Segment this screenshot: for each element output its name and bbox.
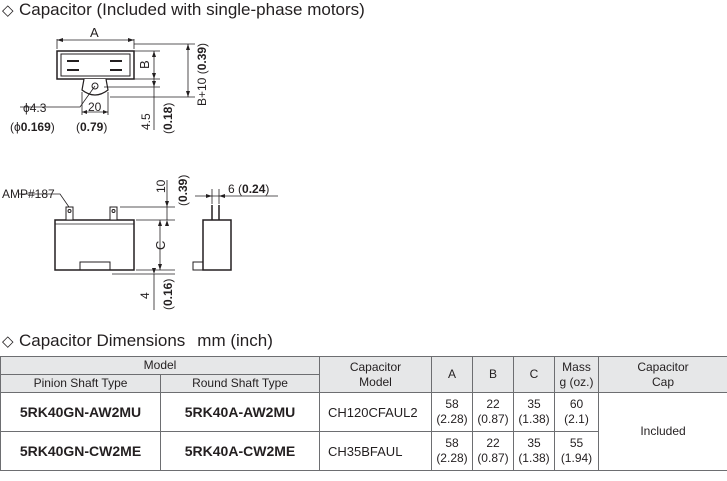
dim-45-label: 4.5 — [139, 113, 153, 130]
mass-cell: 60(2.1) — [554, 392, 599, 432]
side-view — [192, 189, 278, 271]
dim-20-inch-label: (0.79) — [76, 120, 107, 134]
header-round-shaft: Round Shaft Type — [160, 374, 320, 393]
pinion-model-cell: 5RK40GN-CW2ME — [0, 431, 161, 471]
table-row: 5RK40GN-CW2ME 5RK40A-CW2ME CH35BFAUL 58(… — [0, 431, 727, 471]
capacitor-title-text: Capacitor (Included with single-phase mo… — [19, 0, 365, 19]
dim-20-label: 20 — [88, 100, 102, 114]
capacitor-cap-cell: Included — [598, 392, 727, 471]
header-a: A — [431, 356, 473, 393]
dimensions-section-title: ◇ Capacitor Dimensions mm (inch) — [2, 331, 273, 351]
capacitor-section-title: ◇ Capacitor (Included with single-phase m… — [2, 0, 365, 20]
header-c: C — [513, 356, 555, 393]
unit-label: mm (inch) — [197, 331, 273, 350]
dim-a-cell: 58(2.28) — [431, 431, 473, 471]
dim-c-cell: 35(1.38) — [513, 392, 555, 432]
diamond-icon: ◇ — [2, 2, 14, 19]
dim-b-label: B — [137, 60, 152, 69]
dim-b-cell: 22(0.87) — [472, 431, 514, 471]
dim-4-inch-label: (0.16) — [161, 279, 175, 310]
header-pinion-shaft: Pinion Shaft Type — [0, 374, 161, 393]
round-model-cell: 5RK40A-CW2ME — [160, 431, 320, 471]
front-view — [18, 180, 175, 310]
capacitor-model-cell: CH120CFAUL2 — [319, 392, 432, 432]
dim-10-inch-label: (0.39) — [176, 175, 190, 206]
dim-c-cell: 35(1.38) — [513, 431, 555, 471]
dim-a-cell: 58(2.28) — [431, 392, 473, 432]
hole-diameter-label: ϕ4.3 — [23, 101, 47, 115]
mounting-hole — [91, 82, 99, 90]
dim-b10-label: B+10 (0.39) — [195, 43, 209, 106]
dim-45-inch-label: (0.18) — [161, 103, 175, 134]
mass-cell: 55(1.94) — [554, 431, 599, 471]
hole-diameter-inch-label: (ϕ0.169) — [10, 120, 55, 134]
dim-a-label: A — [90, 25, 99, 40]
dim-b-cell: 22(0.87) — [472, 392, 514, 432]
table-subheader-row: Pinion Shaft Type Round Shaft Type — [0, 374, 727, 393]
dim-10-label: 10 — [154, 179, 168, 193]
capacitor-model-cell: CH35BFAUL — [319, 431, 432, 471]
round-model-cell: 5RK40A-AW2MU — [160, 392, 320, 432]
terminal-label: AMP#187 — [2, 187, 55, 201]
header-model: Model — [0, 356, 320, 375]
dim-c-label: C — [153, 241, 168, 250]
diamond-icon: ◇ — [2, 333, 14, 350]
capacitor-drawing: A B B+10 (0.39) ϕ4.3 (ϕ0.169) 20 (0.79) … — [2, 25, 278, 310]
dimensions-title-text: Capacitor Dimensions — [19, 331, 186, 350]
dim-6-label: 6 (0.24) — [228, 182, 269, 196]
pinion-model-cell: 5RK40GN-AW2MU — [0, 392, 161, 432]
top-view — [20, 38, 195, 130]
table-row: 5RK40GN-AW2MU 5RK40A-AW2MU CH120CFAUL2 5… — [0, 392, 727, 471]
header-b: B — [472, 356, 514, 393]
dim-4-label: 4 — [138, 292, 152, 299]
